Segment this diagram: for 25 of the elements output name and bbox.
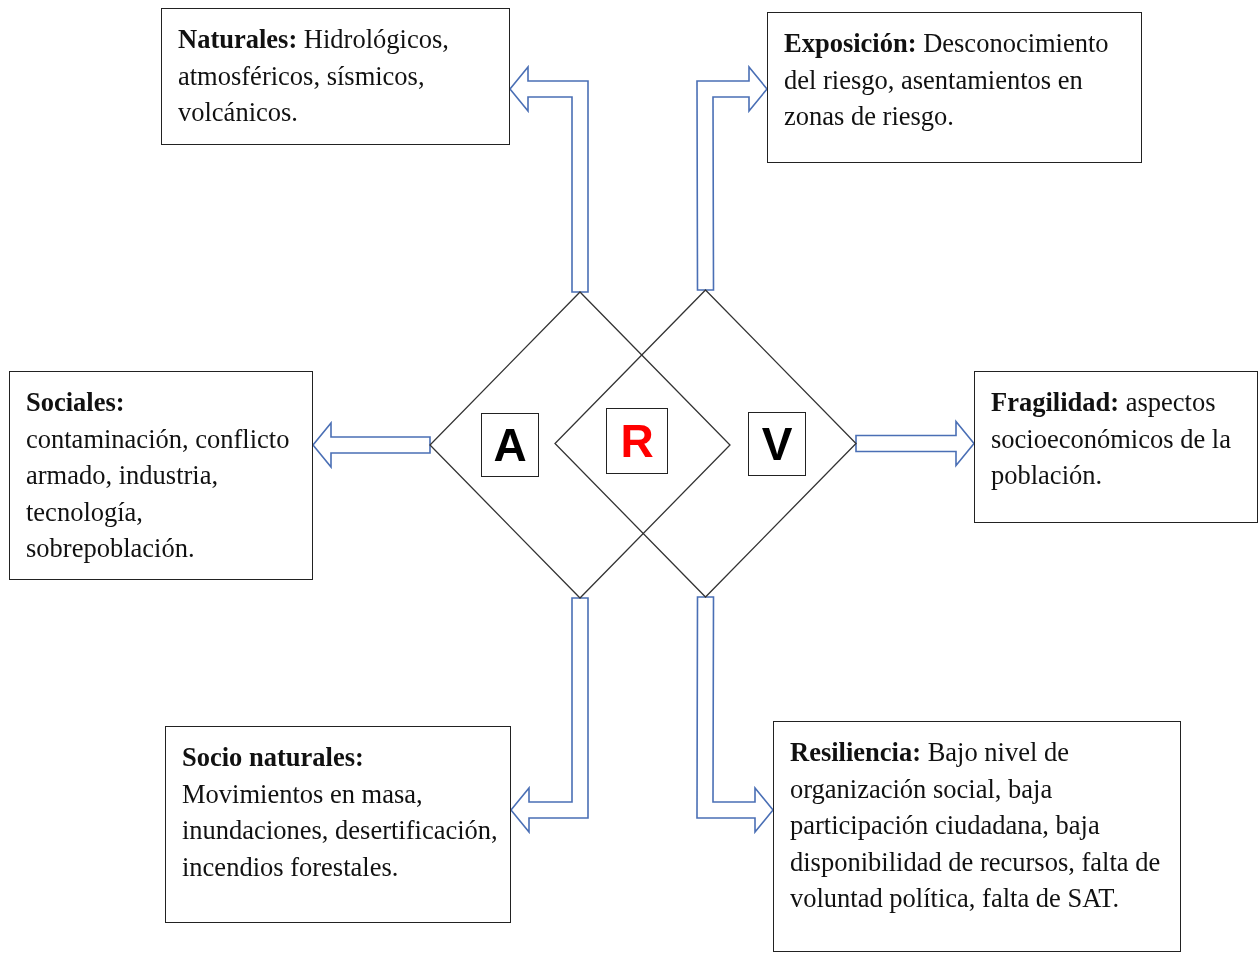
diamond-shape — [430, 292, 730, 598]
letter-tile: V — [748, 412, 806, 476]
description-text: Movimientos en masa, inundaciones, desertificación, incendios forestales. — [182, 777, 499, 884]
description-box — [165, 726, 511, 923]
letter-tile: R — [606, 408, 668, 474]
description-box — [9, 371, 313, 580]
description-box — [974, 371, 1258, 523]
description-box — [773, 721, 1181, 952]
block-arrow — [855, 419, 976, 468]
block-arrow — [509, 597, 589, 835]
block-arrow — [696, 596, 775, 835]
description-text: Fragilidad: aspectos socioeconómicos de la población. — [991, 386, 1232, 492]
block-arrow — [696, 64, 769, 291]
description-box — [161, 8, 510, 145]
block-arrow — [311, 420, 431, 470]
description-text: Exposición: Desconocimiento del riesgo, asentamientos en zonas de riesgo. — [784, 27, 1110, 133]
description-text: Resiliencia: Bajo nivel de organización social, baja participación ciudadana, baja disponibilidad de recursos, falta de voluntad política, falta de SAT. — [790, 736, 1162, 915]
block-arrow — [508, 64, 589, 293]
diamond-shape — [555, 290, 856, 597]
description-text: Naturales: Hidrológicos, atmosféricos, sísmicos, volcánicos. — [178, 23, 450, 129]
letter-tile: A — [481, 413, 539, 477]
heading-text: Sociales: — [26, 386, 126, 419]
heading-text: Socio naturales: — [182, 741, 365, 774]
description-box — [767, 12, 1142, 163]
description-text: contaminación, conflicto armado, industria, tecnología, sobrepoblación. — [26, 422, 291, 565]
